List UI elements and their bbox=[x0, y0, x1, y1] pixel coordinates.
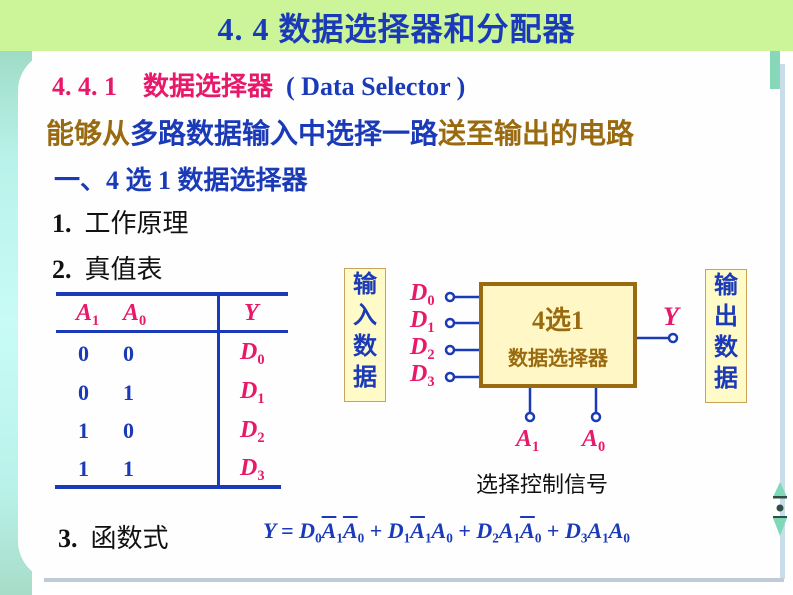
mux-block: 4选1 数据选择器 bbox=[479, 282, 637, 388]
cell-a1: 0 bbox=[78, 380, 89, 405]
header-a0: A0 bbox=[123, 300, 147, 330]
header-a1: A1 bbox=[76, 300, 100, 330]
control-a1: A1 bbox=[516, 426, 540, 456]
cell-a0: 1 bbox=[123, 456, 134, 481]
content-card bbox=[18, 51, 776, 581]
subheading: 一、4 选 1 数据选择器 bbox=[54, 166, 308, 195]
mux-title: 4选1 bbox=[531, 306, 584, 335]
section-title-cn: 数据选择器 bbox=[143, 72, 274, 102]
term-0: D0A1A0 bbox=[299, 518, 365, 546]
right-rail bbox=[780, 64, 785, 579]
term-1: D1A1A0 bbox=[387, 518, 453, 546]
slide-title: 4. 4 数据选择器和分配器 bbox=[217, 11, 576, 47]
cell-y: D2 bbox=[240, 417, 265, 447]
title-bar: 4. 4 数据选择器和分配器 bbox=[0, 0, 793, 51]
item-working-principle: 1. 工作原理 bbox=[52, 203, 189, 240]
slide-nav-icons[interactable] bbox=[770, 480, 790, 540]
item-number: 2. bbox=[52, 255, 72, 284]
table-top-rule bbox=[56, 292, 288, 296]
next-slide-icon[interactable] bbox=[773, 516, 787, 536]
home-icon[interactable] bbox=[776, 504, 784, 512]
description: 能够从多路数据输入中选择一路送至输出的电路 bbox=[46, 112, 634, 152]
cell-a1: 1 bbox=[78, 456, 89, 481]
section-heading: 4. 4. 1 数据选择器 ( Data Selector ) bbox=[52, 66, 465, 103]
right-decoration bbox=[770, 51, 780, 89]
function-formula: Y = D0A1A0 + D1A1A0 + D2A1A0 + D3A1A0 bbox=[263, 518, 630, 546]
item-label: 函数式 bbox=[90, 524, 169, 554]
cell-a0: 0 bbox=[123, 418, 134, 443]
input-d3: D3 bbox=[410, 361, 435, 391]
item-truth-table: 2. 真值表 bbox=[52, 249, 163, 286]
output-y: Y bbox=[663, 302, 679, 331]
cell-a0: 0 bbox=[123, 341, 134, 366]
input-d2: D2 bbox=[410, 334, 435, 364]
item-label: 工作原理 bbox=[84, 209, 189, 239]
cell-y: D0 bbox=[240, 339, 265, 369]
table-header-rule bbox=[56, 330, 288, 333]
cell-y: D1 bbox=[240, 378, 265, 408]
control-a0: A0 bbox=[582, 426, 606, 456]
section-number: 4. 4. 1 bbox=[52, 72, 117, 101]
term-2: D2A1A0 bbox=[476, 518, 542, 546]
table-bottom-rule bbox=[55, 485, 281, 489]
description-part-2: 多路数据输入中选择一路 bbox=[130, 117, 439, 150]
item-number: 1. bbox=[52, 209, 72, 238]
item-function: 3. 函数式 bbox=[58, 518, 169, 555]
input-data-box: 输入数据 bbox=[344, 268, 386, 402]
input-d1: D1 bbox=[410, 307, 435, 337]
description-part-3: 送至输出的电路 bbox=[438, 117, 635, 150]
header-y: Y bbox=[244, 300, 259, 326]
table-column-divider bbox=[217, 292, 220, 488]
bottom-rail bbox=[44, 578, 784, 582]
item-label: 真值表 bbox=[84, 255, 163, 285]
item-number: 3. bbox=[58, 524, 78, 553]
description-part-1: 能够从 bbox=[46, 117, 131, 150]
cell-y: D3 bbox=[240, 455, 265, 485]
output-data-box: 输出数据 bbox=[705, 269, 747, 403]
cell-a0: 1 bbox=[123, 380, 134, 405]
cell-a1: 0 bbox=[78, 341, 89, 366]
input-d0: D0 bbox=[410, 280, 435, 310]
control-caption: 选择控制信号 bbox=[476, 473, 609, 498]
term-3: D3A1A0 bbox=[564, 518, 630, 546]
cell-a1: 1 bbox=[78, 418, 89, 443]
mux-subtitle: 数据选择器 bbox=[508, 346, 608, 370]
section-title-en: ( Data Selector ) bbox=[286, 72, 466, 101]
prev-slide-icon[interactable] bbox=[773, 482, 787, 499]
